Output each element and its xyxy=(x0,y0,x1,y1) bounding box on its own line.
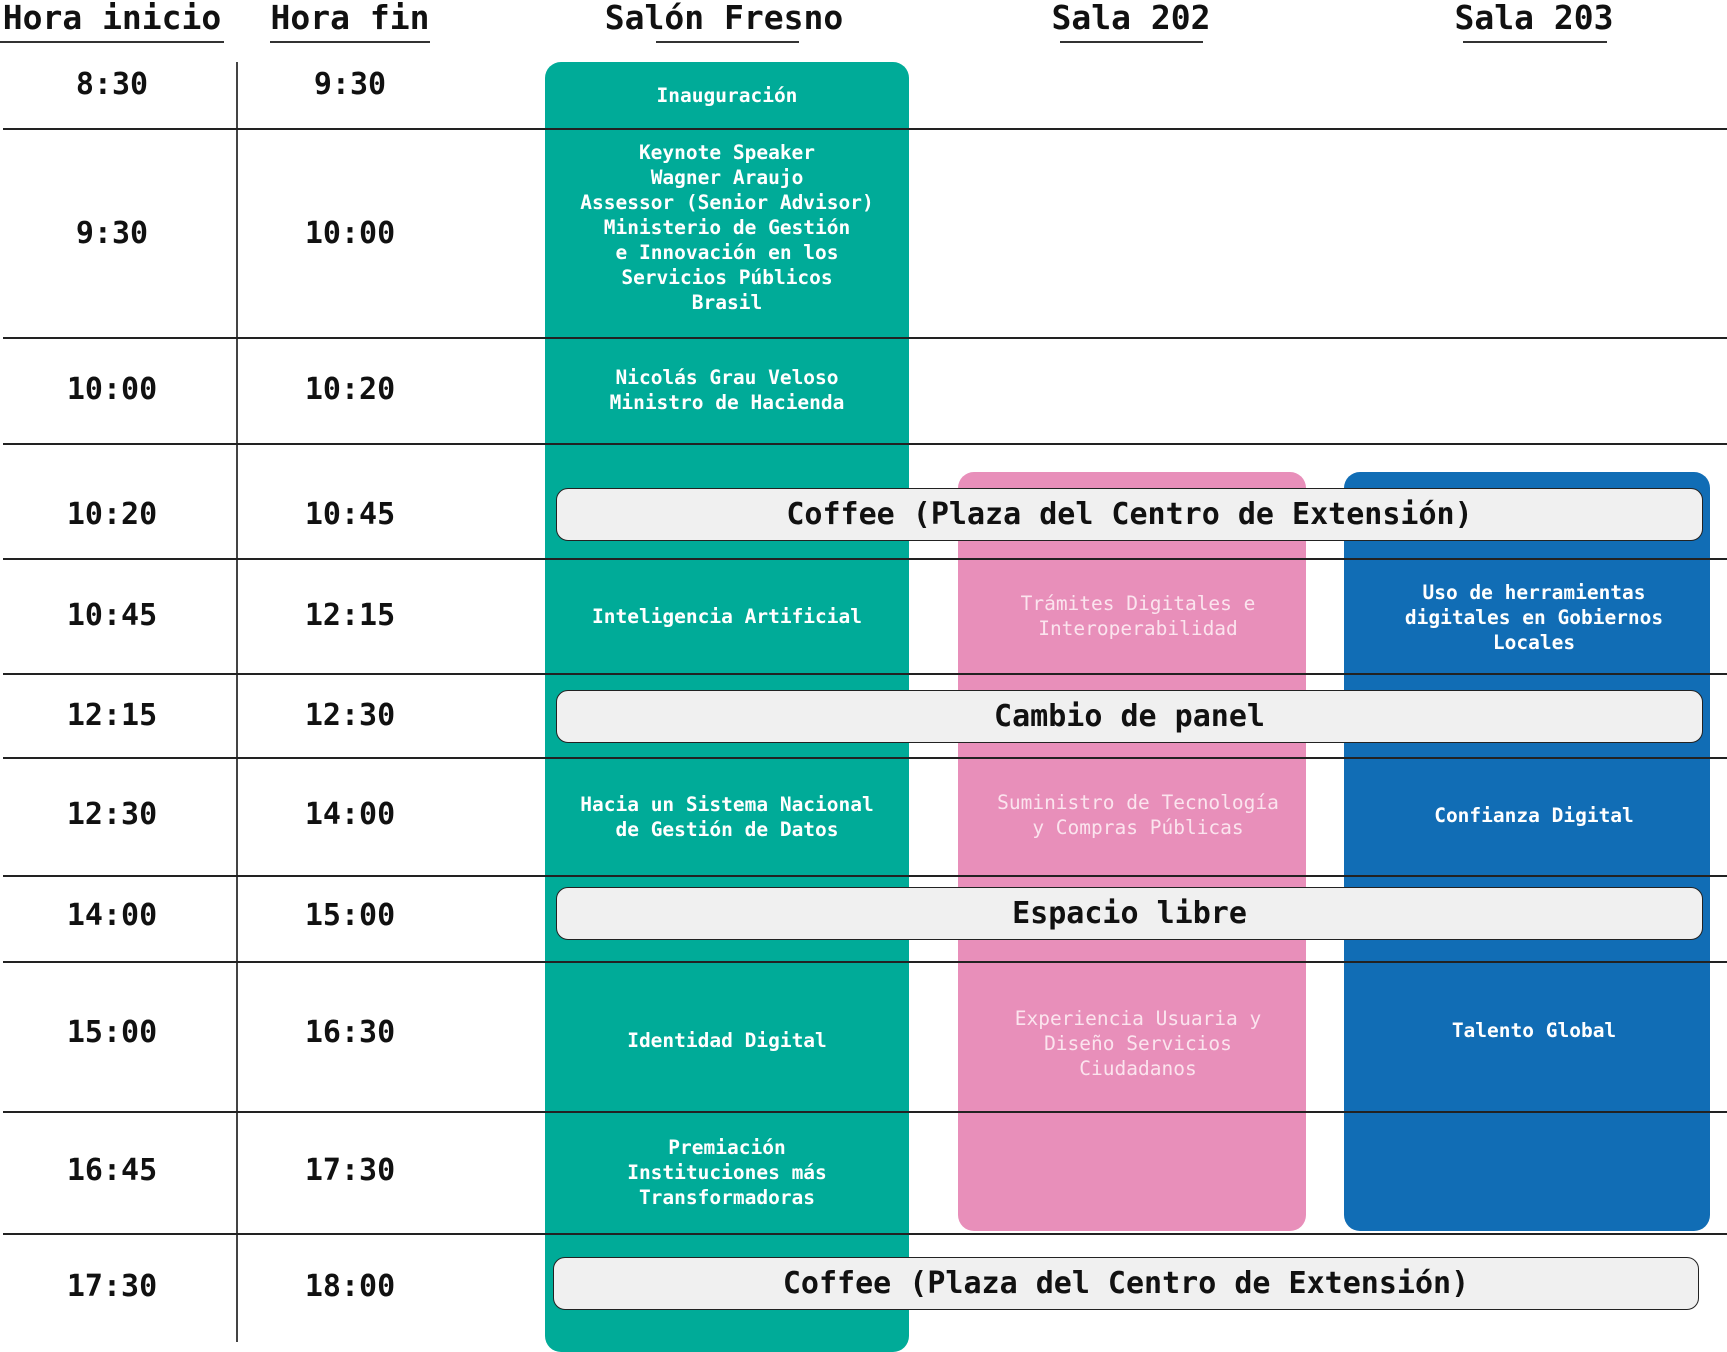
break-bar: Coffee (Plaza del Centro de Extensión) xyxy=(553,1257,1699,1310)
start-time: 10:00 xyxy=(66,372,158,407)
session-salon-fresno: Identidad Digital xyxy=(627,1028,827,1052)
session-sala-203: Confianza Digital xyxy=(1434,803,1634,827)
header-end-time: Hora fin xyxy=(270,0,430,37)
header-salon-fresno: Salón Fresno xyxy=(604,0,844,37)
session-sala-203: Talento Global xyxy=(1451,1018,1617,1042)
row-divider xyxy=(3,673,1727,675)
start-time: 10:20 xyxy=(66,497,158,532)
row-divider xyxy=(3,1111,1727,1113)
session-sala-202: Trámites Digitales e Interoperabilidad xyxy=(1020,592,1256,640)
end-time: 10:00 xyxy=(304,216,396,251)
session-sala-202: Experiencia Usuaria y Diseño Servicios C… xyxy=(1014,1006,1262,1080)
session-salon-fresno: Nicolás Grau Veloso Ministro de Hacienda xyxy=(609,366,845,414)
header-underline xyxy=(1463,41,1607,43)
row-divider xyxy=(3,757,1727,759)
session-salon-fresno: Inauguración xyxy=(656,83,798,107)
session-sala-202: Suministro de Tecnología y Compras Públi… xyxy=(997,791,1279,839)
start-time: 12:15 xyxy=(66,698,158,733)
row-divider xyxy=(3,337,1727,339)
start-time: 12:30 xyxy=(66,797,158,832)
session-salon-fresno: Hacia un Sistema Nacional de Gestión de … xyxy=(580,793,874,841)
sala-202-column xyxy=(958,472,1306,1231)
header-sala-203: Sala 203 xyxy=(1454,0,1614,37)
row-divider xyxy=(3,961,1727,963)
header-sala-202: Sala 202 xyxy=(1051,0,1211,37)
session-salon-fresno: Premiación Instituciones más Transformad… xyxy=(627,1135,827,1209)
start-time: 16:45 xyxy=(66,1153,158,1188)
start-time: 10:45 xyxy=(66,598,158,633)
header-underline xyxy=(0,41,224,43)
row-divider xyxy=(3,558,1727,560)
end-time: 14:00 xyxy=(304,797,396,832)
sala-203-column xyxy=(1344,472,1710,1231)
header-underline xyxy=(1060,41,1203,43)
header-underline xyxy=(270,41,430,43)
start-time: 14:00 xyxy=(66,898,158,933)
start-time: 8:30 xyxy=(75,67,149,102)
row-divider xyxy=(3,875,1727,877)
row-divider xyxy=(3,443,1727,445)
end-time: 17:30 xyxy=(304,1153,396,1188)
row-divider xyxy=(3,128,1727,130)
end-time: 15:00 xyxy=(304,898,396,933)
session-salon-fresno: Keynote Speaker Wagner Araujo Assessor (… xyxy=(580,140,874,314)
end-time: 10:20 xyxy=(304,372,396,407)
end-time: 10:45 xyxy=(304,497,396,532)
start-time: 9:30 xyxy=(75,216,149,251)
row-divider xyxy=(3,1233,1727,1235)
break-bar: Coffee (Plaza del Centro de Extensión) xyxy=(556,488,1703,541)
header-underline xyxy=(656,41,799,43)
column-divider xyxy=(236,62,238,1342)
session-sala-203: Uso de herramientas digitales en Gobiern… xyxy=(1404,580,1664,654)
end-time: 16:30 xyxy=(304,1015,396,1050)
break-bar: Cambio de panel xyxy=(556,690,1703,743)
end-time: 12:15 xyxy=(304,598,396,633)
session-salon-fresno: Inteligencia Artificial xyxy=(591,604,863,628)
start-time: 15:00 xyxy=(66,1015,158,1050)
end-time: 12:30 xyxy=(304,698,396,733)
break-bar: Espacio libre xyxy=(556,887,1703,940)
header-start-time: Hora inicio xyxy=(2,0,222,37)
end-time: 9:30 xyxy=(313,67,387,102)
start-time: 17:30 xyxy=(66,1269,158,1304)
end-time: 18:00 xyxy=(304,1269,396,1304)
